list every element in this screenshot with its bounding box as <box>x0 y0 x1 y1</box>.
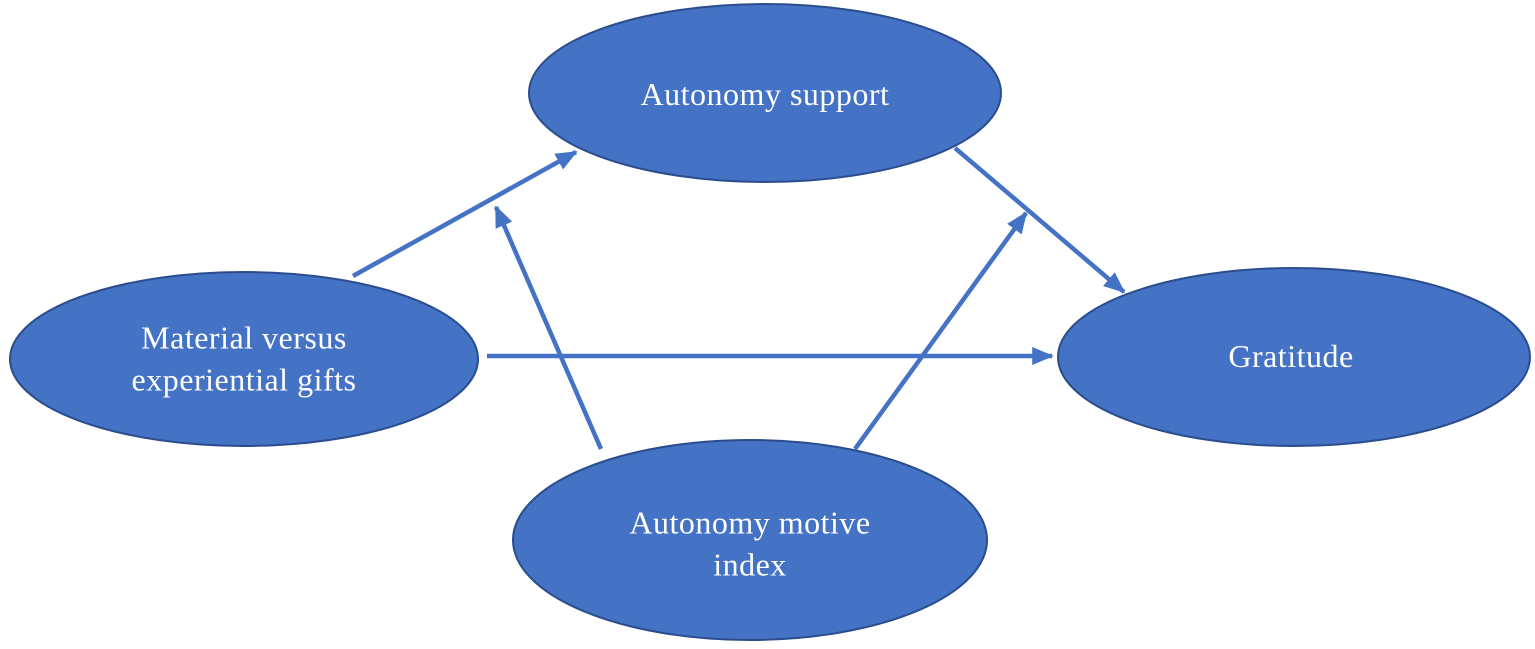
edge-autonomy-motive-index-to-autonomy-support <box>493 205 604 450</box>
node-gratitude <box>1057 267 1531 447</box>
node-material-versus-experiential-gifts <box>9 271 479 447</box>
edge-autonomy-motive-index-to-gratitude <box>853 211 1028 451</box>
edge-material-to-autonomy-support <box>351 150 578 278</box>
node-autonomy-motive-index <box>512 439 988 641</box>
edge-autonomy-support-to-gratitude <box>953 146 1126 294</box>
node-autonomy-support <box>528 3 1002 183</box>
